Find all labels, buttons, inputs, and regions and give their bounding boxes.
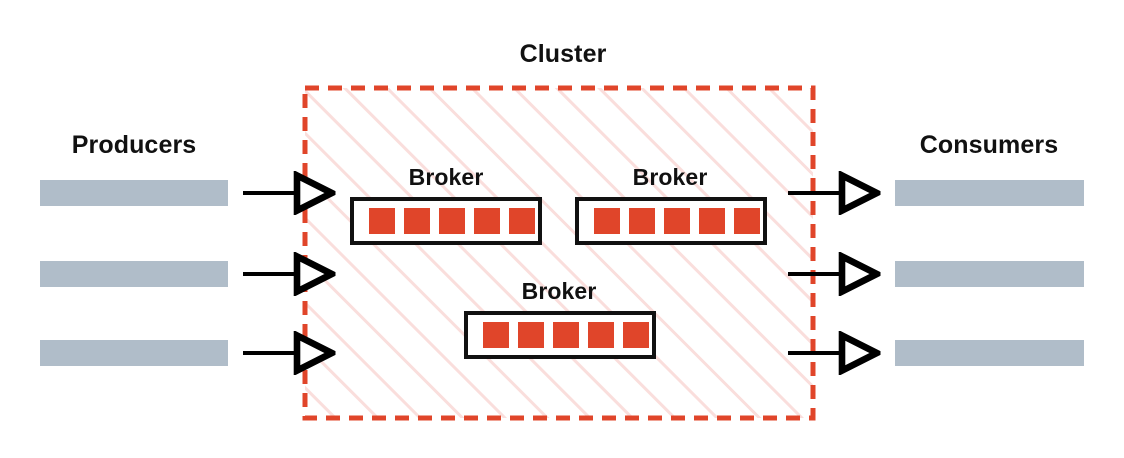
- broker-node[interactable]: Broker: [575, 164, 767, 245]
- producer-bar[interactable]: [40, 340, 228, 366]
- partition-square[interactable]: [623, 322, 649, 348]
- broker-label: Broker: [409, 164, 484, 190]
- cluster-dashed-border: [302, 85, 816, 421]
- partition-square[interactable]: [553, 322, 579, 348]
- partition-square[interactable]: [439, 208, 465, 234]
- partition-square[interactable]: [509, 208, 535, 234]
- consumer-bar[interactable]: [895, 340, 1084, 366]
- broker-label: Broker: [633, 164, 708, 190]
- broker-node[interactable]: Broker: [350, 164, 542, 245]
- cluster-hatch-fill: [305, 88, 813, 418]
- partition-square[interactable]: [734, 208, 760, 234]
- consumer-arrows-group: [788, 193, 875, 353]
- producer-bars-group: [40, 180, 228, 366]
- producers-title: Producers: [72, 131, 197, 159]
- partition-square[interactable]: [629, 208, 655, 234]
- cluster-title: Cluster: [520, 40, 607, 68]
- consumers-title: Consumers: [920, 131, 1058, 159]
- partition-square[interactable]: [483, 322, 509, 348]
- partition-square[interactable]: [588, 322, 614, 348]
- partition-square[interactable]: [699, 208, 725, 234]
- partition-square[interactable]: [594, 208, 620, 234]
- broker-label: Broker: [522, 278, 597, 304]
- producer-bar[interactable]: [40, 261, 228, 287]
- producer-bar[interactable]: [40, 180, 228, 206]
- producer-arrows-group: [243, 193, 330, 353]
- cluster-region: [302, 85, 816, 421]
- partition-square[interactable]: [404, 208, 430, 234]
- partition-square[interactable]: [518, 322, 544, 348]
- consumer-bar[interactable]: [895, 180, 1084, 206]
- consumer-bar[interactable]: [895, 261, 1084, 287]
- partition-square[interactable]: [474, 208, 500, 234]
- partition-square[interactable]: [664, 208, 690, 234]
- broker-node[interactable]: Broker: [464, 278, 656, 359]
- consumer-bars-group: [895, 180, 1084, 366]
- partition-square[interactable]: [369, 208, 395, 234]
